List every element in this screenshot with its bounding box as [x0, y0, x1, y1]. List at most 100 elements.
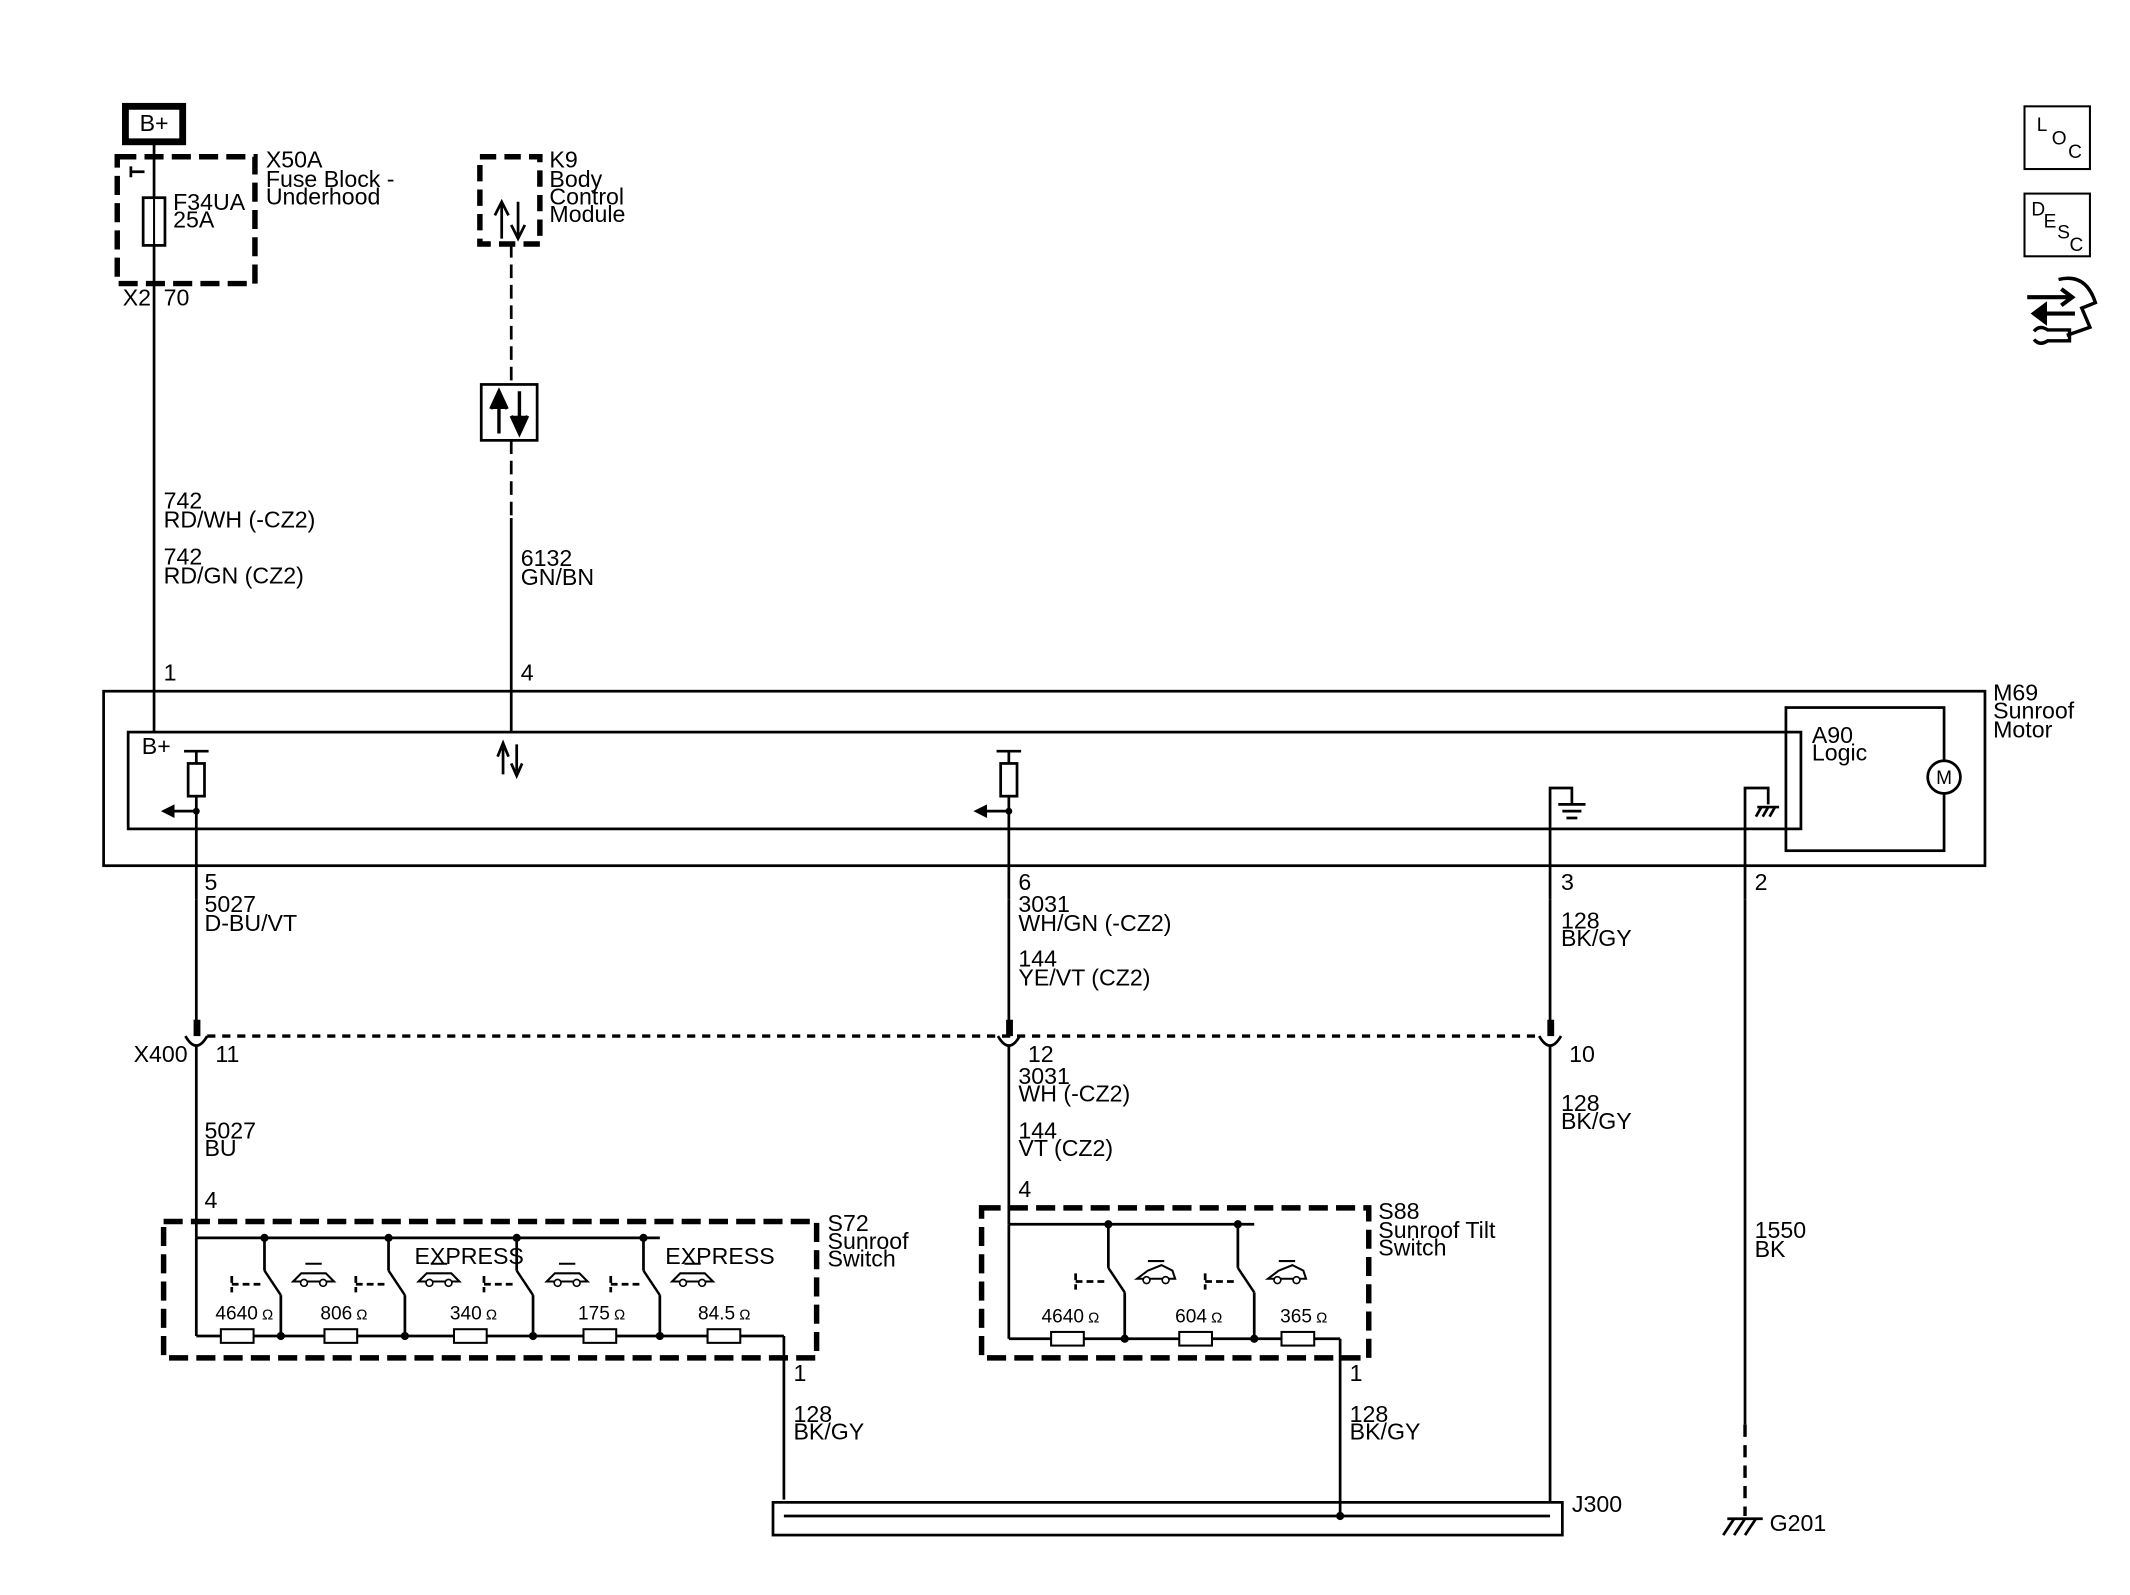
wire-label: 5027 — [204, 891, 256, 917]
svg-text:11: 11 — [215, 1041, 239, 1067]
svg-text:C: C — [2068, 142, 2082, 163]
switch-contact-icon — [642, 1269, 661, 1296]
switch-contact-icon — [515, 1269, 535, 1296]
wire-label: GN/BN — [521, 564, 594, 590]
wire-label: 3031 — [1018, 891, 1070, 917]
svg-text:6: 6 — [1018, 869, 1031, 895]
wire-label: 5027 — [204, 1117, 256, 1143]
wire-label: VT (CZ2) — [1018, 1135, 1113, 1161]
svg-text:D: D — [2031, 199, 2045, 220]
wire-label: RD/GN (CZ2) — [164, 562, 304, 588]
svg-text:5: 5 — [204, 869, 217, 895]
wire-label: WH/GN (-CZ2) — [1018, 910, 1171, 936]
inline-connector-x400: X400 11 12 10 — [134, 1019, 1595, 1067]
svg-text:S72: S72 — [828, 1210, 869, 1236]
wire-label: 1550 — [1755, 1217, 1807, 1243]
svg-text:Switch: Switch — [828, 1246, 896, 1272]
body-control-module: K9 Body Control Module — [477, 147, 625, 247]
wire-label: BU — [204, 1135, 236, 1161]
svg-text:S88: S88 — [1378, 1198, 1419, 1224]
wire-label: 6132 — [521, 545, 573, 571]
wire-label: 144 — [1018, 1117, 1057, 1143]
location-button[interactable]: L O C — [2023, 105, 2091, 171]
data-link-icon — [479, 383, 539, 442]
svg-text:F34UA: F34UA — [173, 189, 246, 215]
svg-text:J300: J300 — [1572, 1491, 1622, 1517]
sunroof-car-icon — [669, 1272, 716, 1283]
wire-label: 128 — [1561, 1090, 1600, 1116]
resistor-icon — [452, 1328, 488, 1344]
resistor-icon — [219, 1328, 255, 1344]
svg-text:70: 70 — [164, 284, 190, 310]
svg-text:Logic: Logic — [1812, 740, 1867, 766]
wire-label: 742 — [164, 543, 203, 569]
resistor-icon — [1280, 1330, 1316, 1347]
svg-text:10: 10 — [1569, 1041, 1595, 1067]
svg-text:O: O — [2052, 129, 2067, 150]
svg-text:EXPRESS: EXPRESS — [414, 1243, 523, 1269]
fuse-block-underhood: X50A Fuse Block - Underhood F34UA 25A X2… — [114, 141, 395, 310]
svg-text:4: 4 — [204, 1187, 217, 1213]
svg-text:M69: M69 — [1993, 680, 2038, 706]
svg-text:1: 1 — [1350, 1360, 1363, 1386]
svg-text:X400: X400 — [134, 1041, 188, 1067]
svg-text:M: M — [1936, 768, 1952, 789]
svg-text:Body: Body — [549, 166, 602, 192]
svg-text:E: E — [2044, 212, 2057, 233]
switch-contact-icon — [387, 1269, 406, 1296]
pull-up-input-icon — [973, 749, 1022, 900]
svg-text:B+: B+ — [140, 110, 169, 136]
wire-label: YE/VT (CZ2) — [1018, 965, 1150, 991]
wire-label: BK/GY — [793, 1419, 864, 1445]
svg-text:EXPRESS: EXPRESS — [665, 1243, 774, 1269]
svg-text:12: 12 — [1028, 1041, 1054, 1067]
motor-icon — [1926, 759, 1962, 795]
wire-label: D-BU/VT — [204, 910, 297, 936]
wire-label: RD/WH (-CZ2) — [164, 507, 316, 533]
resistor-icon — [706, 1328, 742, 1344]
wire-label: 128 — [793, 1401, 832, 1427]
service-tools-icon[interactable] — [2027, 276, 2098, 345]
svg-text:C: C — [2069, 235, 2083, 256]
svg-text:1: 1 — [793, 1360, 806, 1386]
svg-text:2: 2 — [1755, 869, 1768, 895]
svg-text:A90: A90 — [1812, 722, 1853, 748]
b-plus-power-box: B+ — [122, 102, 187, 146]
resistor-icon — [582, 1328, 618, 1344]
svg-text:Fuse Block -: Fuse Block - — [266, 166, 395, 192]
svg-text:L: L — [2037, 115, 2048, 136]
serial-data-icon — [493, 198, 527, 242]
wire-label: 144 — [1018, 946, 1057, 972]
splice-j300: J300 — [771, 1491, 1622, 1537]
resistor-icon — [1178, 1330, 1213, 1347]
sunroof-car-icon — [1264, 1264, 1308, 1280]
svg-text:84.5Ω: 84.5Ω — [698, 1304, 750, 1325]
wire-label: 128 — [1350, 1401, 1389, 1427]
ground-g201: G201 — [1722, 1510, 1826, 1536]
svg-text:4: 4 — [1018, 1176, 1031, 1202]
resistor-icon — [323, 1328, 359, 1344]
signal-ground-icon — [1548, 786, 1586, 900]
svg-text:3: 3 — [1561, 869, 1574, 895]
svg-text:B+: B+ — [142, 733, 171, 759]
sunroof-car-icon — [544, 1272, 591, 1283]
svg-text:Switch: Switch — [1378, 1235, 1446, 1261]
sunroof-car-icon — [1133, 1264, 1177, 1280]
sunroof-car-icon — [290, 1272, 337, 1283]
resistor-icon — [1050, 1330, 1085, 1347]
description-button[interactable]: D E S C — [2023, 192, 2091, 258]
svg-text:1: 1 — [164, 659, 177, 685]
wire-label: 742 — [164, 488, 203, 514]
svg-text:S: S — [2057, 223, 2070, 244]
wire-label: 3031 — [1018, 1063, 1070, 1089]
svg-text:X2: X2 — [123, 284, 151, 310]
svg-text:Control: Control — [549, 183, 624, 209]
pull-up-input-icon — [160, 749, 209, 900]
switch-contact-icon — [1236, 1267, 1256, 1294]
